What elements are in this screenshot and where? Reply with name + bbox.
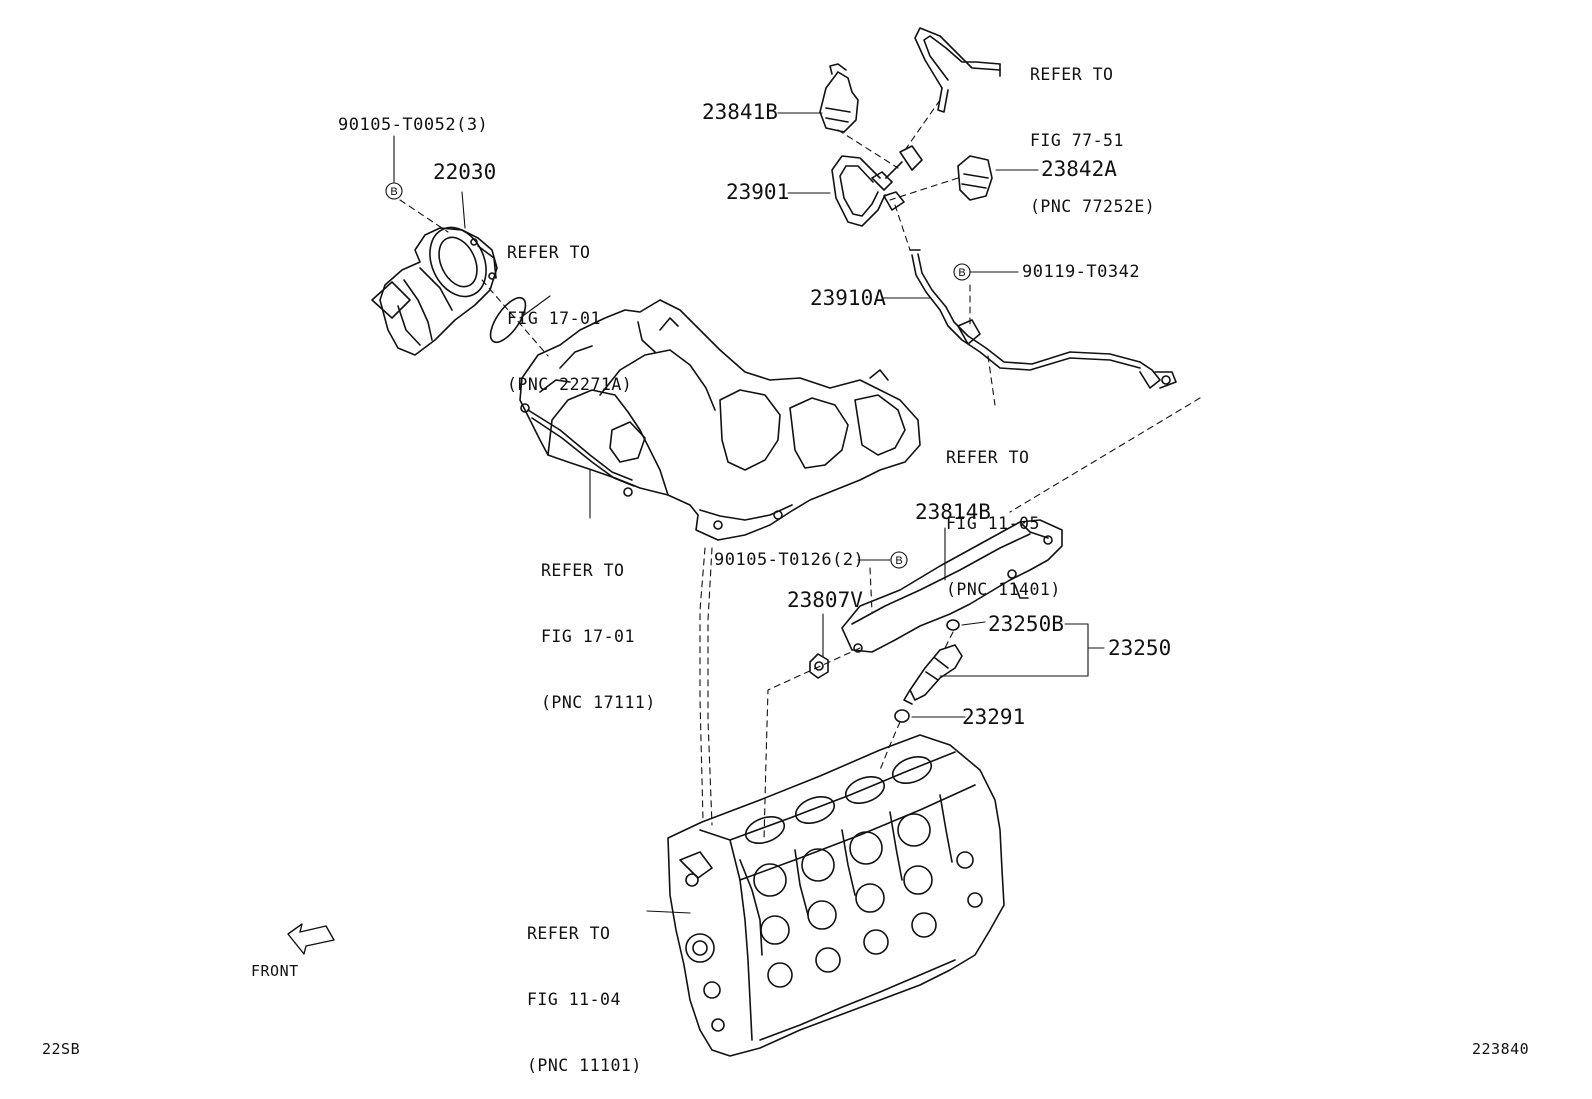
refer-77252e-line-3: (PNC 77252E): [1030, 197, 1156, 216]
corner-code-left: 22SB: [42, 1040, 81, 1058]
connector-23841b-drawing: [819, 63, 859, 133]
refer-11401-line-1: REFER TO: [946, 448, 1030, 467]
refer-11401-line-3: (PNC 11401): [946, 580, 1061, 599]
label-23250b: 23250B: [988, 612, 1064, 636]
refer-22271a-line-1: REFER TO: [507, 243, 591, 262]
assembly-lines: [399, 99, 1201, 841]
label-22030: 22030: [433, 160, 497, 184]
connector-23842a-drawing: [957, 155, 993, 201]
label-23291: 23291: [962, 705, 1026, 729]
front-arrow-icon: [287, 923, 335, 955]
refer-11101-line-2: FIG 11-04: [527, 990, 621, 1009]
refer-17111-line-2: FIG 17-01: [541, 627, 635, 646]
upper-hose-drawing: [914, 27, 1001, 113]
refer-22271a: REFER TO FIG 17-01 (PNC 22271A): [507, 198, 632, 418]
seal-23291: [894, 709, 910, 723]
refer-17111-line-1: REFER TO: [541, 561, 625, 580]
label-23842a: 23842A: [1041, 157, 1117, 181]
refer-11401: REFER TO FIG 11-05 (PNC 11401): [946, 403, 1061, 623]
callout-letter-3: B: [895, 555, 902, 567]
callout-circle-b-3: [890, 551, 908, 569]
refer-11101-line-3: (PNC 11101): [527, 1056, 642, 1075]
injector-drawing: [903, 644, 963, 705]
spacer-23807v-drawing: [809, 653, 829, 679]
label-23807v: 23807V: [787, 588, 863, 612]
refer-77252e-line-2: FIG 77-51: [1030, 131, 1124, 150]
refer-17111: REFER TO FIG 17-01 (PNC 17111): [541, 516, 656, 736]
callout-circles: [385, 182, 971, 569]
label-90105-t0052: 90105-T0052(3): [338, 115, 489, 135]
callout-letter-2: B: [958, 267, 965, 279]
callout-circle-b-2: [953, 263, 971, 281]
label-23910a: 23910A: [810, 286, 886, 310]
refer-77252e: REFER TO FIG 77-51 (PNC 77252E): [1030, 20, 1155, 240]
fuel-tube-23910a-drawing: [909, 249, 1177, 389]
corner-code-right: 223840: [1472, 1040, 1530, 1058]
callout-circle-b-1: [385, 182, 403, 200]
label-90105-t0126: 90105-T0126(2): [714, 550, 865, 570]
refer-22271a-line-3: (PNC 22271A): [507, 375, 633, 394]
refer-77252e-line-1: REFER TO: [1030, 65, 1114, 84]
fuel-hose-drawing: [831, 145, 923, 227]
throttle-body-drawing: [371, 226, 498, 356]
refer-17111-line-3: (PNC 17111): [541, 693, 656, 712]
refer-11101-line-1: REFER TO: [527, 924, 611, 943]
refer-22271a-line-2: FIG 17-01: [507, 309, 601, 328]
front-label: FRONT: [251, 962, 299, 980]
o-ring-23250b: [946, 619, 960, 631]
label-23814b: 23814B: [915, 500, 991, 524]
label-23901: 23901: [726, 180, 790, 204]
gasket-ring: [489, 296, 527, 344]
cylinder-head-drawing: [667, 734, 1005, 1057]
refer-11101: REFER TO FIG 11-04 (PNC 11101): [527, 879, 642, 1099]
refer-11401-line-2: FIG 11-05: [946, 514, 1040, 533]
label-23841b: 23841B: [702, 100, 778, 124]
fuel-rail-drawing: [841, 519, 1063, 653]
intake-manifold-drawing: [519, 299, 921, 541]
callout-letter-1: B: [390, 186, 397, 198]
label-23250: 23250: [1108, 636, 1172, 660]
leader-lines: [393, 112, 1105, 914]
label-90119-t0342: 90119-T0342: [1022, 262, 1141, 282]
